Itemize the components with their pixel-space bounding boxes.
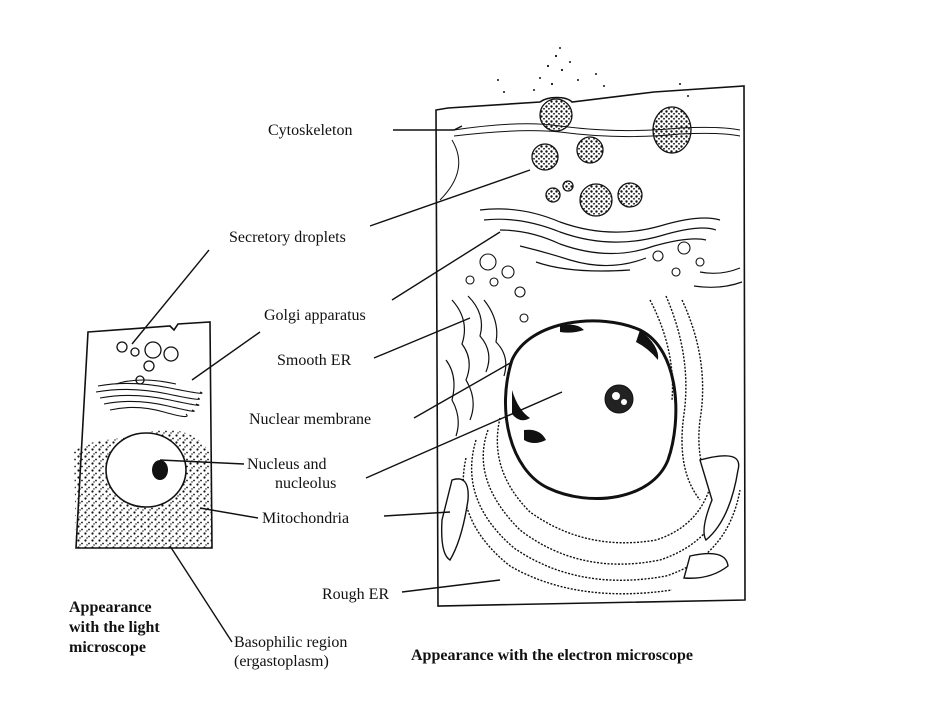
leader-mitochondria-light	[199, 507, 259, 519]
electron-nucleolus	[604, 384, 634, 414]
electron-cell-outline	[435, 85, 746, 607]
label-nucleus-line2: nucleolus	[275, 475, 337, 492]
electron-secretory-droplets	[531, 136, 643, 217]
electron-nucleus	[504, 319, 678, 500]
apical-droplet	[539, 98, 573, 132]
label-basophilic-line2: (ergastoplasm)	[234, 653, 329, 670]
leader-cytoskeleton	[393, 125, 463, 131]
electron-golgi	[479, 208, 721, 272]
apical-droplet	[652, 106, 692, 154]
electron-mitochondria	[440, 455, 740, 579]
leader-nucleus-light	[159, 459, 245, 465]
leader-golgi-light	[191, 331, 261, 381]
light-secretory-droplets	[116, 341, 179, 385]
leader-basophilic	[169, 545, 233, 643]
leader-mitochondria	[383, 511, 451, 517]
light-golgi	[95, 379, 203, 418]
leader-golgi-electron	[391, 231, 501, 301]
label-mitochondria: Mitochondria	[262, 510, 350, 527]
electron-vesicles	[465, 241, 705, 323]
label-basophilic-line1: Basophilic region	[234, 634, 348, 651]
caption-light-line1: Appearance	[69, 599, 152, 616]
leader-lines	[131, 125, 563, 643]
leader-droplets-electron	[369, 169, 531, 227]
secretion-spray	[497, 47, 689, 97]
label-secretory-droplets: Secretory droplets	[229, 229, 346, 246]
leader-nucleus-electron	[365, 391, 563, 479]
electron-microscope-cell	[435, 47, 746, 607]
light-nucleolus	[152, 460, 168, 480]
leader-droplets-light	[131, 249, 210, 345]
light-nucleus	[105, 432, 187, 508]
leader-smooth-er	[373, 317, 471, 359]
cytoskeleton-filaments	[439, 123, 741, 201]
label-cytoskeleton: Cytoskeleton	[268, 122, 353, 139]
caption-light-line2: with the light	[69, 619, 160, 636]
label-nucleus-line1: Nucleus and	[247, 456, 327, 473]
label-golgi-apparatus: Golgi apparatus	[264, 307, 366, 324]
label-nuclear-membrane: Nuclear membrane	[249, 411, 372, 428]
label-rough-er: Rough ER	[322, 586, 390, 603]
caption-light-line3: microscope	[69, 639, 147, 656]
caption-electron: Appearance with the electron microscope	[411, 647, 694, 664]
label-smooth-er: Smooth ER	[277, 352, 352, 369]
leader-nuclear-membrane	[413, 361, 513, 419]
leader-rough-er	[401, 579, 501, 593]
light-microscope-cell	[74, 321, 213, 549]
